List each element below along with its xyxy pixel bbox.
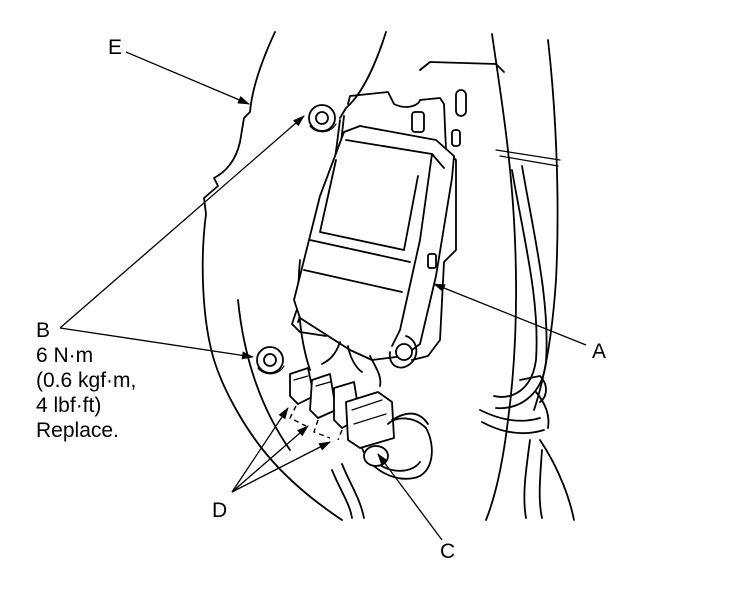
label-a: A — [592, 340, 606, 363]
label-c: C — [440, 540, 455, 563]
label-d: D — [212, 499, 227, 522]
connector-c — [345, 391, 395, 449]
dashed-connections — [289, 405, 343, 441]
leader-b-upper — [59, 115, 305, 329]
label-b: B — [36, 319, 50, 342]
label-e: E — [108, 36, 122, 59]
control-unit-a — [293, 111, 455, 361]
label-b-torque-lbfft: 4 lbf·ft) — [36, 394, 101, 417]
leader-b-lower — [59, 327, 254, 360]
label-b-torque-nm: 6 N·m — [36, 344, 93, 367]
label-b-note: Replace. — [36, 419, 119, 442]
label-b-torque-kgfm: (0.6 kgf·m, — [36, 369, 136, 392]
leader-d-2 — [231, 425, 309, 493]
leader-a — [433, 283, 587, 346]
right-cables — [479, 165, 550, 519]
nut-b-upper — [308, 104, 337, 133]
labels: E A B 6 N·m (0.6 kgf·m, 4 lbf·ft) Replac… — [36, 36, 606, 563]
leader-c — [377, 453, 443, 541]
leader-e — [125, 51, 250, 105]
connector-d-2 — [309, 373, 337, 419]
wire-harness — [321, 335, 433, 519]
leader-d-1 — [231, 407, 289, 493]
leaders — [59, 51, 587, 541]
body-panel-e — [201, 31, 575, 521]
nut-b-lower — [256, 346, 285, 375]
connector-d-1 — [289, 367, 315, 405]
leader-d-3 — [231, 441, 331, 493]
